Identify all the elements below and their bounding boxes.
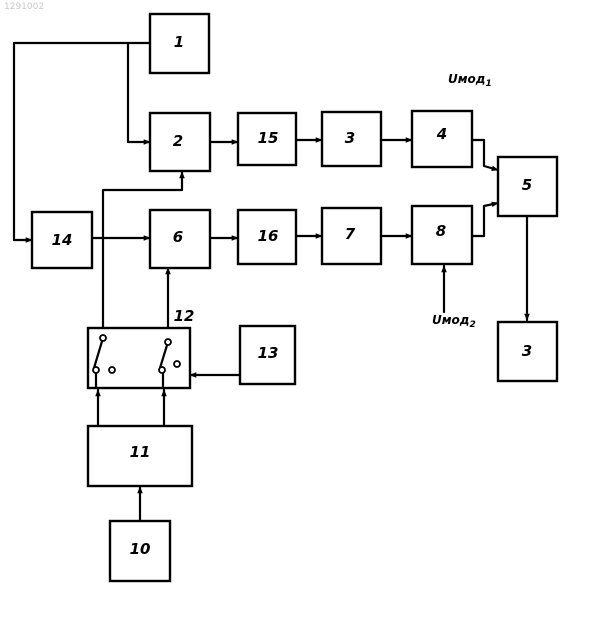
block-13: 13 (240, 326, 295, 384)
wire-4-to-5 (472, 140, 498, 170)
block-output-3: 3 (498, 322, 557, 381)
block-3-label: 3 (345, 129, 355, 147)
block-11-label: 11 (130, 443, 151, 461)
block-7: 7 (322, 208, 381, 264)
block-12-label: 12 (174, 307, 195, 325)
signal-umod1-label: Uмод1 (448, 72, 492, 89)
block-15-label: 15 (258, 129, 279, 147)
block-4-label: 4 (436, 125, 447, 143)
switch-right-open-contact (174, 361, 180, 367)
block-7-label: 7 (345, 225, 356, 243)
block-6: 6 (150, 210, 210, 268)
block-1-label: 1 (174, 33, 184, 51)
block-8: 8 (412, 206, 472, 264)
block-14-label: 14 (52, 231, 73, 249)
wire-1-to-2 (128, 43, 150, 142)
block-10: 10 (110, 521, 170, 581)
switch-right-top-contact (165, 339, 171, 345)
wire-8-to-5 (472, 203, 498, 236)
scan-watermark: 1291002 (4, 2, 44, 12)
block-10-label: 10 (130, 540, 151, 558)
signal-umod2-label: Uмод2 (432, 313, 476, 330)
block-output-3-label: 3 (522, 342, 532, 360)
block-13-label: 13 (258, 344, 279, 362)
switch-left-top-contact (100, 335, 106, 341)
block-3: 3 (322, 112, 381, 166)
switch-right-common-contact (159, 367, 165, 373)
block-4: 4 (412, 111, 472, 167)
block-5-label: 5 (522, 176, 532, 194)
block-2-label: 2 (173, 132, 183, 150)
block-6-label: 6 (173, 228, 183, 246)
switch-left-common-contact (93, 367, 99, 373)
block-16: 16 (238, 210, 296, 264)
block-2: 2 (150, 113, 210, 171)
block-1: 1 (150, 14, 209, 73)
block-8-label: 8 (436, 222, 446, 240)
switch-left-open-contact (109, 367, 115, 373)
block-14: 14 (32, 212, 92, 268)
block-11: 11 (88, 426, 192, 486)
block-16-label: 16 (258, 227, 279, 245)
block-15: 15 (238, 113, 296, 165)
block-5: 5 (498, 157, 557, 216)
